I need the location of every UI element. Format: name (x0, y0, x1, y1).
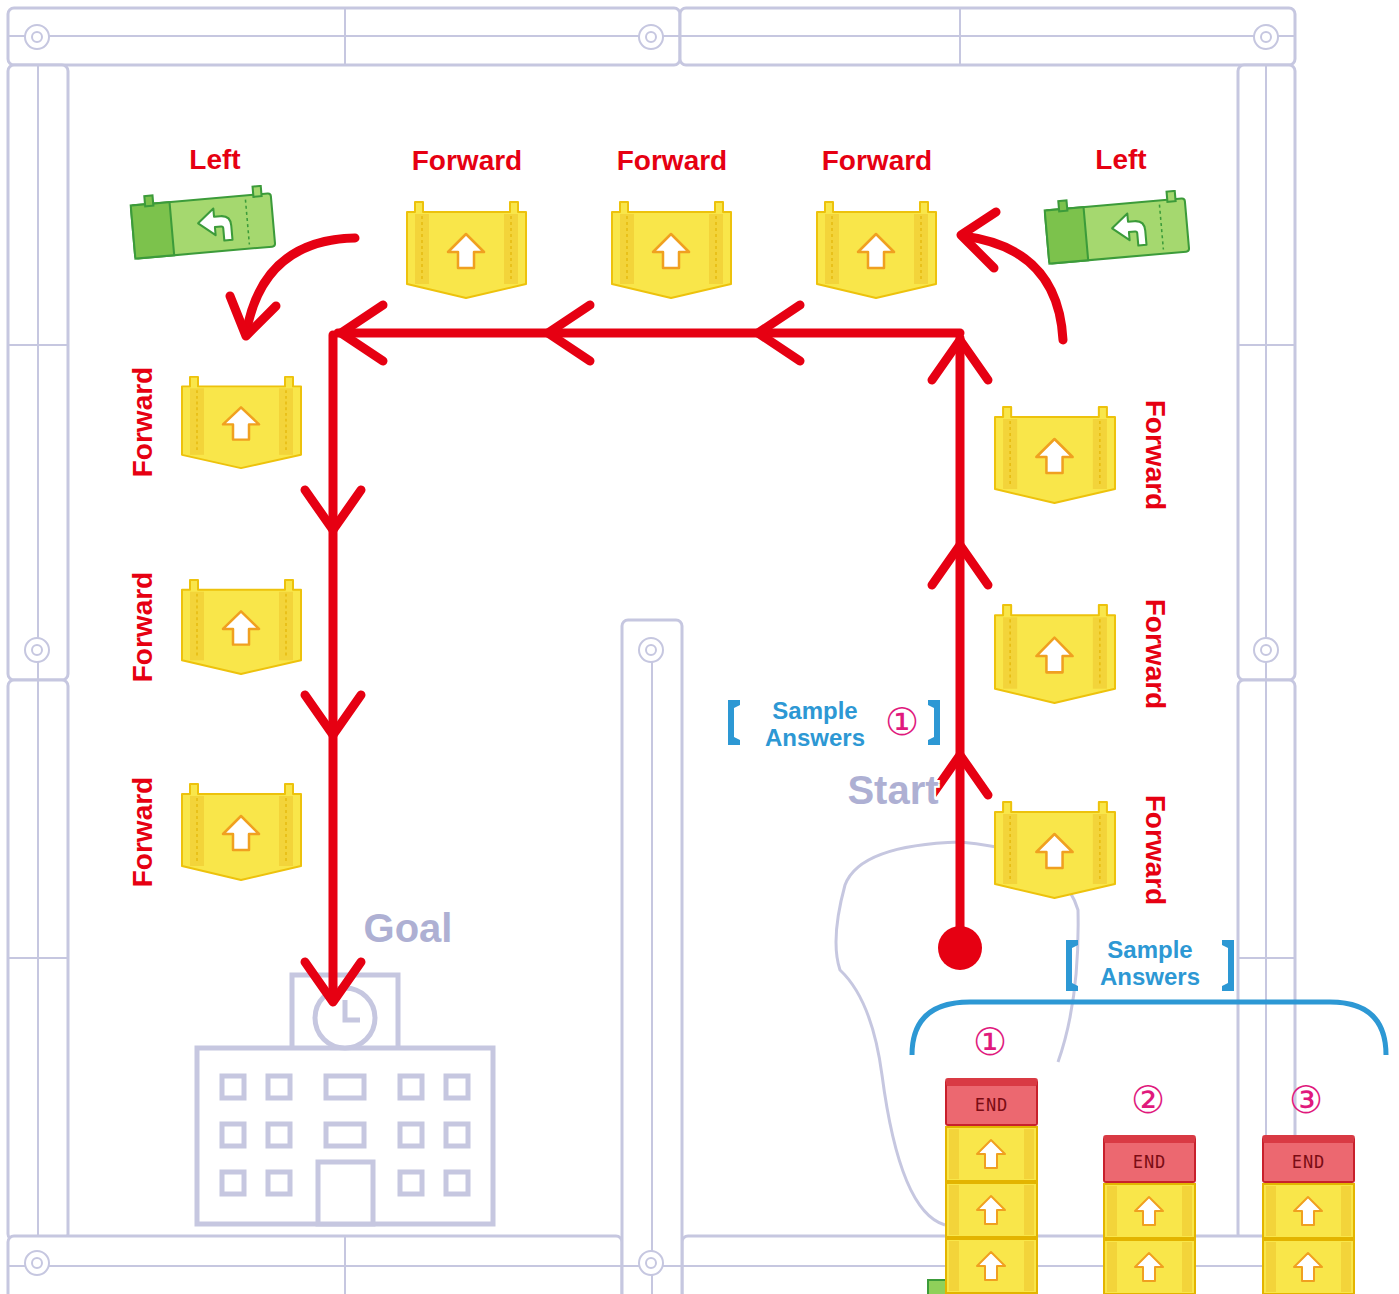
text-holder: Sample Answers (1085, 936, 1215, 990)
callout-number: ③ (1289, 1078, 1323, 1122)
command-block: Forward (610, 140, 733, 302)
command-label: Forward (822, 144, 932, 178)
forward-block (180, 375, 303, 470)
callout-number: ① (973, 1020, 1007, 1064)
left-block (1042, 190, 1192, 272)
command-label: Forward (126, 777, 160, 887)
command-block: Left (1040, 140, 1195, 272)
command-block: Forward (125, 782, 305, 882)
text-holder: END (975, 1095, 1009, 1115)
board-frame (8, 8, 1295, 1294)
command-block: Forward (993, 603, 1175, 705)
forward-block (180, 782, 303, 882)
command-block: Forward (993, 800, 1175, 900)
route-arrows (230, 212, 1063, 1002)
text-holder: Forward (822, 144, 932, 178)
block-stacks (928, 1127, 1354, 1294)
command-label: Forward (126, 572, 160, 682)
left-block (128, 185, 278, 267)
command-label: Forward (617, 144, 727, 178)
command-block: Left (125, 140, 285, 268)
school-building (197, 975, 493, 1224)
command-label: Forward (1138, 795, 1172, 905)
goal-label: Goal (364, 906, 453, 951)
forward-block (180, 578, 303, 676)
sample-answers-label: Sample Answers (750, 697, 880, 751)
text-holder: ② (1131, 1078, 1165, 1122)
command-label: Forward (1138, 599, 1172, 709)
end-block: END (945, 1078, 1038, 1126)
command-label: Left (189, 143, 240, 177)
block-label: END (1292, 1152, 1326, 1172)
block-label: END (975, 1095, 1009, 1115)
text-holder: ③ (1289, 1078, 1323, 1122)
text-holder: Start (847, 768, 938, 813)
text-holder: Forward (126, 777, 160, 887)
screws (25, 25, 1278, 1275)
start-label: Start (847, 768, 938, 813)
text-holder: ① (973, 1020, 1007, 1064)
text-holder: Forward (1138, 599, 1172, 709)
command-block: Forward (405, 140, 528, 302)
text-holder: Left (1095, 143, 1146, 177)
text-holder: Forward (1138, 795, 1172, 905)
text-holder: END (1292, 1152, 1326, 1172)
command-label: Forward (1138, 400, 1172, 510)
command-block: Forward (125, 375, 305, 470)
command-label: Forward (412, 144, 522, 178)
command-block: Forward (993, 405, 1175, 505)
text-holder: Goal (364, 906, 453, 951)
text-holder: END (1133, 1152, 1167, 1172)
forward-block (610, 200, 733, 300)
text-holder: Forward (412, 144, 522, 178)
forward-block (993, 405, 1117, 505)
text-holder: Sample Answers (750, 697, 880, 751)
forward-block (815, 200, 938, 300)
forward-block (993, 603, 1117, 705)
callout-number: ① (885, 700, 919, 744)
command-block: Forward (125, 578, 305, 676)
text-holder: Forward (617, 144, 727, 178)
command-label: Left (1095, 143, 1146, 177)
forward-block (405, 200, 528, 300)
sample-answers-label: Sample Answers (1085, 936, 1215, 990)
end-block: END (1103, 1135, 1196, 1183)
text-holder: Left (189, 143, 240, 177)
text-holder: ① (885, 700, 919, 744)
text-holder: Forward (1138, 400, 1172, 510)
command-block: Forward (815, 140, 938, 302)
text-holder: Forward (126, 367, 160, 477)
text-holder: Forward (126, 572, 160, 682)
block-label: END (1133, 1152, 1167, 1172)
answer-brackets (728, 700, 1386, 1055)
forward-block (993, 800, 1117, 900)
callout-number: ② (1131, 1078, 1165, 1122)
end-block: END (1262, 1135, 1355, 1183)
command-label: Forward (126, 367, 160, 477)
